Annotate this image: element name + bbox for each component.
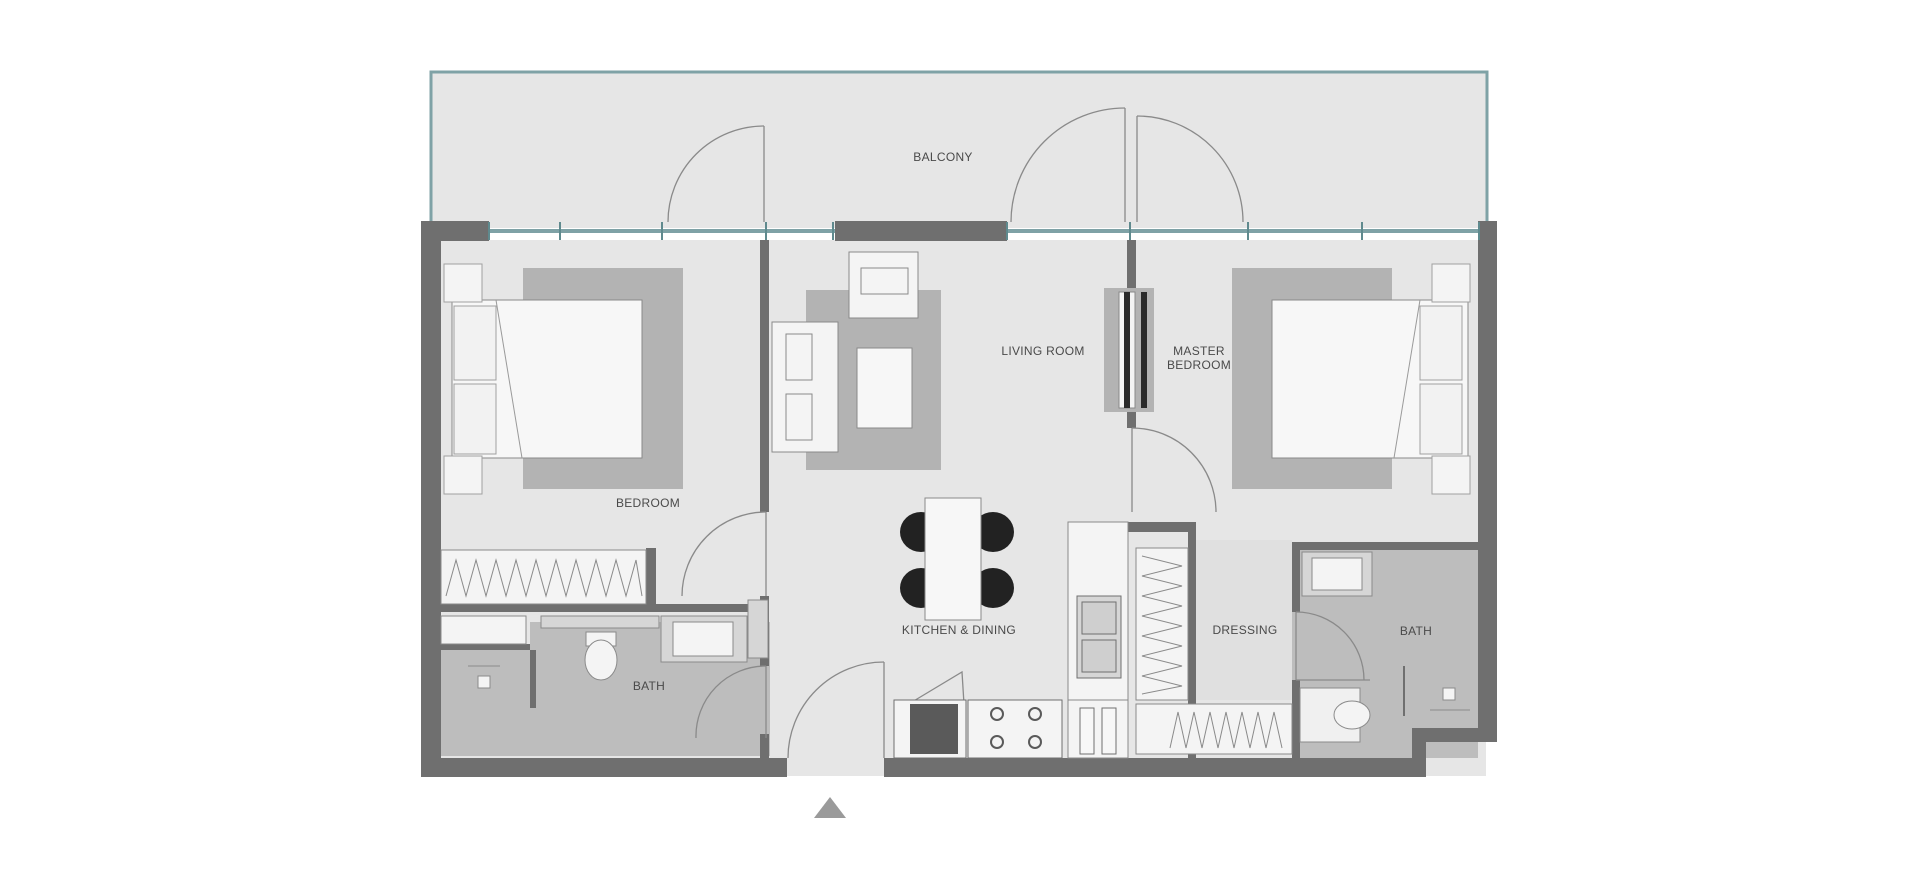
wardrobe [440,549,647,605]
label-kitchen-dining: KITCHEN & DINING [902,623,1016,637]
master-bedroom-furniture [1232,263,1471,495]
dressing-floor [1196,540,1292,700]
label-living-room: LIVING ROOM [1001,344,1084,358]
chair [972,512,1014,552]
label-dressing: DRESSING [1212,623,1277,637]
bath-right-fixtures [1299,551,1470,743]
nightstand [443,455,483,495]
label-bath-right: BATH [1400,624,1432,638]
label-bath-left: BATH [633,679,665,693]
label-bedroom: BEDROOM [616,496,680,510]
nightstand [443,263,483,303]
kitchen [893,521,1129,759]
shower-fixture [477,675,491,689]
bedroom-furniture [440,263,683,605]
label-master-bedroom-line2: BEDROOM [1167,358,1231,372]
chair [972,568,1014,608]
toilet-bowl [1333,700,1371,730]
door-swings [667,107,1370,759]
walls [421,221,1497,777]
shower-fixture [1442,687,1456,701]
room-labels: BALCONY LIVING ROOM MASTER BEDROOM BEDRO… [616,150,1432,693]
bath-left-fixtures [440,599,769,689]
balcony [429,70,1489,228]
windows [488,222,1480,240]
label-balcony: BALCONY [913,150,972,164]
nightstand [1431,455,1471,495]
living-furniture [771,251,1154,470]
entrance-arrow-icon [814,797,846,818]
dressing-wardrobes [1135,547,1293,755]
dining-table [924,497,982,621]
nightstand [1431,263,1471,303]
bathtub [440,615,527,645]
dining-set [900,497,1014,621]
cooktop [967,699,1063,759]
coffee-table [856,347,913,429]
toilet-bowl [584,639,618,681]
label-master-bedroom-line1: MASTER [1173,344,1225,358]
